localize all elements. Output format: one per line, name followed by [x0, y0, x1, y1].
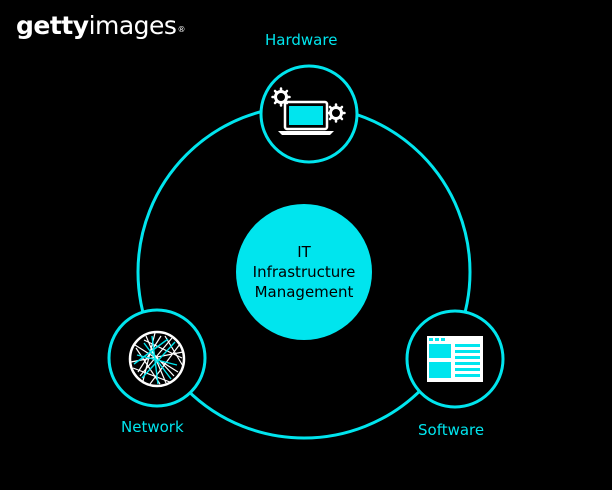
watermark-brand-bold: getty — [16, 11, 89, 40]
software-window-icon — [427, 336, 483, 382]
laptop-gears-icon — [271, 87, 346, 135]
center-title-line-2: Infrastructure — [252, 263, 356, 281]
center-circle — [236, 204, 372, 340]
network-globe-icon — [128, 330, 186, 388]
watermark-trademark: ® — [177, 25, 185, 34]
hardware-node — [259, 64, 359, 164]
hardware-label: Hardware — [265, 31, 338, 49]
watermark-brand-light: images — [88, 11, 177, 40]
center-title: IT Infrastructure Management — [236, 204, 372, 340]
center-title-line-3: Management — [254, 283, 354, 301]
network-node — [107, 308, 207, 408]
network-label: Network — [121, 418, 184, 436]
getty-images-watermark: gettyimages® — [16, 10, 185, 42]
software-label: Software — [418, 421, 485, 439]
center-title-line-1: IT — [297, 243, 311, 261]
software-node — [405, 309, 505, 409]
